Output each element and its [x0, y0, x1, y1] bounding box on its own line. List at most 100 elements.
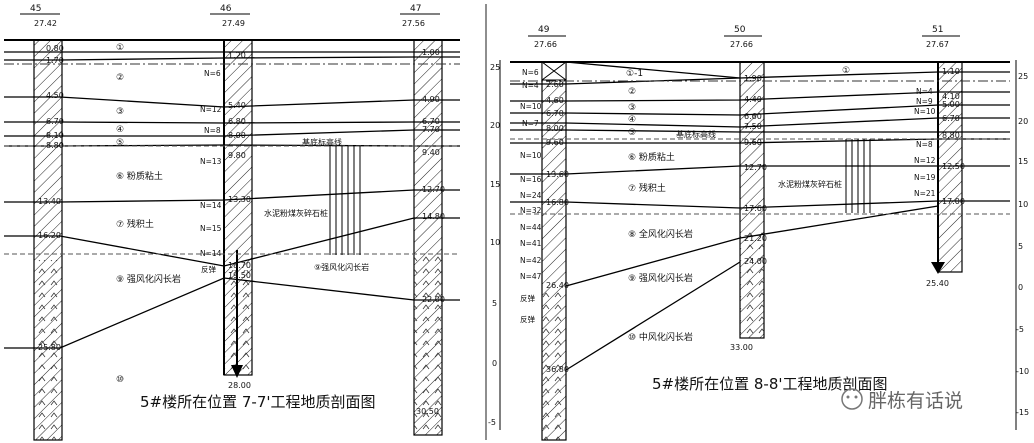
depth-label: 8.00 — [228, 131, 246, 140]
layer-label: ⑨ 强风化闪长岩 — [116, 273, 181, 285]
depth-label: 5.40 — [228, 101, 246, 110]
depth-label: 6.70 — [942, 114, 960, 123]
spt-value: N=12 — [200, 105, 222, 114]
left-caption: 5#楼所在位置 7-7'工程地质剖面图 — [140, 393, 376, 411]
spt-value: N=14 — [200, 201, 222, 210]
depth-label: 9.60 — [546, 138, 564, 147]
depth-label: 8.00 — [546, 124, 564, 133]
depth-label: 16.20 — [38, 231, 61, 240]
layer-label: ④ — [116, 125, 124, 135]
spt-value: N=10 — [914, 107, 936, 116]
depth-label: 6.70 — [422, 117, 440, 126]
borehole-id: 50 — [734, 25, 746, 35]
layer-label: ① — [842, 66, 850, 76]
spt-value: N=14 — [200, 249, 222, 258]
depth-label: 12.50 — [942, 162, 965, 171]
scale-tick: 15 — [490, 180, 500, 189]
spt-value: N=24 — [520, 191, 542, 200]
depth-label: 4.60 — [546, 96, 564, 105]
layer-label: ⑤ — [116, 138, 124, 148]
depth-label: 12.70 — [744, 163, 767, 172]
depth-label: 16.80 — [546, 198, 569, 207]
spt-value: N=12 — [914, 156, 936, 165]
spt-value: 反弹 — [201, 264, 216, 274]
base-elevation-note: 基底标高线 — [302, 137, 342, 147]
spt-value: N=19 — [914, 173, 936, 182]
spt-value: N=4 — [916, 87, 933, 96]
layer-label: ⑥ 粉质粘土 — [628, 151, 675, 163]
depth-label: 21.20 — [744, 234, 767, 243]
spt-value: N=6 — [204, 69, 221, 78]
borehole-elevation: 27.67 — [926, 40, 949, 49]
depth-label: 9.60 — [744, 138, 762, 147]
depth-label: 13.60 — [546, 170, 569, 179]
depth-label: 1.10 — [942, 67, 960, 76]
left-spt-values: N=6 N=12 N=8 N=13 N=14 N=15 N=14 反弹 — [200, 69, 222, 274]
spt-value: N=41 — [520, 239, 542, 248]
scale-tick: 20 — [490, 121, 500, 130]
spt-value: N=15 — [200, 224, 222, 233]
right-borehole-columns — [541, 61, 963, 441]
depth-label: 9.40 — [422, 148, 440, 157]
depth-label: 19.50 — [228, 271, 251, 280]
depth-label: 6.80 — [228, 117, 246, 126]
scale-tick: 10 — [1018, 200, 1028, 209]
end-depth-label: 28.00 — [228, 381, 251, 390]
spt-value: N=16 — [520, 175, 542, 184]
depth-label: 0.80 — [46, 44, 64, 53]
layer-label: ①-1 — [626, 69, 643, 79]
layer-label: ⑨ 强风化闪长岩 — [628, 272, 693, 284]
scale-tick: 5 — [1018, 242, 1023, 251]
layer-label: ⑥ 粉质粘土 — [116, 170, 163, 182]
depth-label: 13.30 — [228, 195, 251, 204]
depth-label: 36.80 — [546, 365, 569, 374]
depth-label: 14.80 — [422, 212, 445, 221]
layer-label: ② — [628, 87, 636, 97]
depth-label: 6.60 — [744, 112, 762, 121]
depth-label: 6.70 — [46, 117, 64, 126]
borehole-elevation: 27.56 — [402, 19, 425, 28]
layer-label: ⑩ 中风化闪长岩 — [628, 331, 693, 343]
left-piles — [329, 146, 361, 255]
wechat-icon — [841, 388, 863, 410]
rock-layer-note: ⑨强风化闪长岩 — [314, 262, 369, 272]
left-notes: 基底标高线 水泥粉煤灰碎石桩 ⑨强风化闪长岩 — [264, 137, 369, 272]
depth-label: 7.70 — [422, 125, 440, 134]
depth-label: 2.60 — [546, 80, 564, 89]
depth-label: 1.20 — [228, 51, 246, 60]
end-depth-label: 30.50 — [416, 407, 439, 416]
spt-value: N=6 — [522, 68, 539, 77]
layer-label: ③ — [116, 107, 124, 117]
depth-label: 13.40 — [38, 197, 61, 206]
left-borehole-headers: 45 27.42 46 27.49 47 27.56 — [20, 4, 440, 28]
layer-label: ① — [116, 43, 124, 53]
layer-label: ⑦ 残积土 — [116, 218, 154, 230]
scale-tick: 0 — [1018, 283, 1023, 292]
cfg-pile-note: 水泥粉煤灰碎石桩 — [264, 208, 328, 218]
scale-tick: 25 — [490, 63, 500, 72]
right-depths: 2.60 4.60 6.70 8.00 9.60 13.60 16.80 26.… — [546, 67, 965, 374]
spt-value: 反弹 — [520, 314, 535, 324]
spt-value: N=4 — [522, 81, 539, 90]
scale-tick: -5 — [488, 418, 496, 427]
spt-value: N=8 — [204, 126, 221, 135]
borehole-id: 46 — [220, 4, 232, 14]
layer-label: ⑧ 全风化闪长岩 — [628, 228, 693, 240]
watermark-text: 胖栋有话说 — [868, 390, 963, 412]
depth-label: 4.10 — [942, 92, 960, 101]
depth-label: 17.60 — [744, 204, 767, 213]
left-borehole-columns — [33, 39, 443, 441]
spt-value: N=13 — [200, 157, 222, 166]
scale-tick: -5 — [1016, 325, 1024, 334]
left-layer-labels: ① ② ③ ④ ⑤ ⑥ 粉质粘土 ⑦ 残积土 ⑨ 强风化闪长岩 ⑩ — [116, 43, 181, 385]
borehole-id: 45 — [30, 4, 41, 14]
right-spt-right: N=4 N=9 N=10 N=8 N=12 N=19 N=21 — [914, 87, 936, 198]
spt-value: N=8 — [916, 140, 933, 149]
right-piles — [845, 139, 871, 213]
spt-value: N=10 — [520, 151, 542, 160]
borehole-elevation: 27.66 — [534, 40, 557, 49]
scale-tick: 15 — [1018, 157, 1028, 166]
depth-label: 9.80 — [228, 151, 246, 160]
depth-label: 4.50 — [46, 91, 64, 100]
